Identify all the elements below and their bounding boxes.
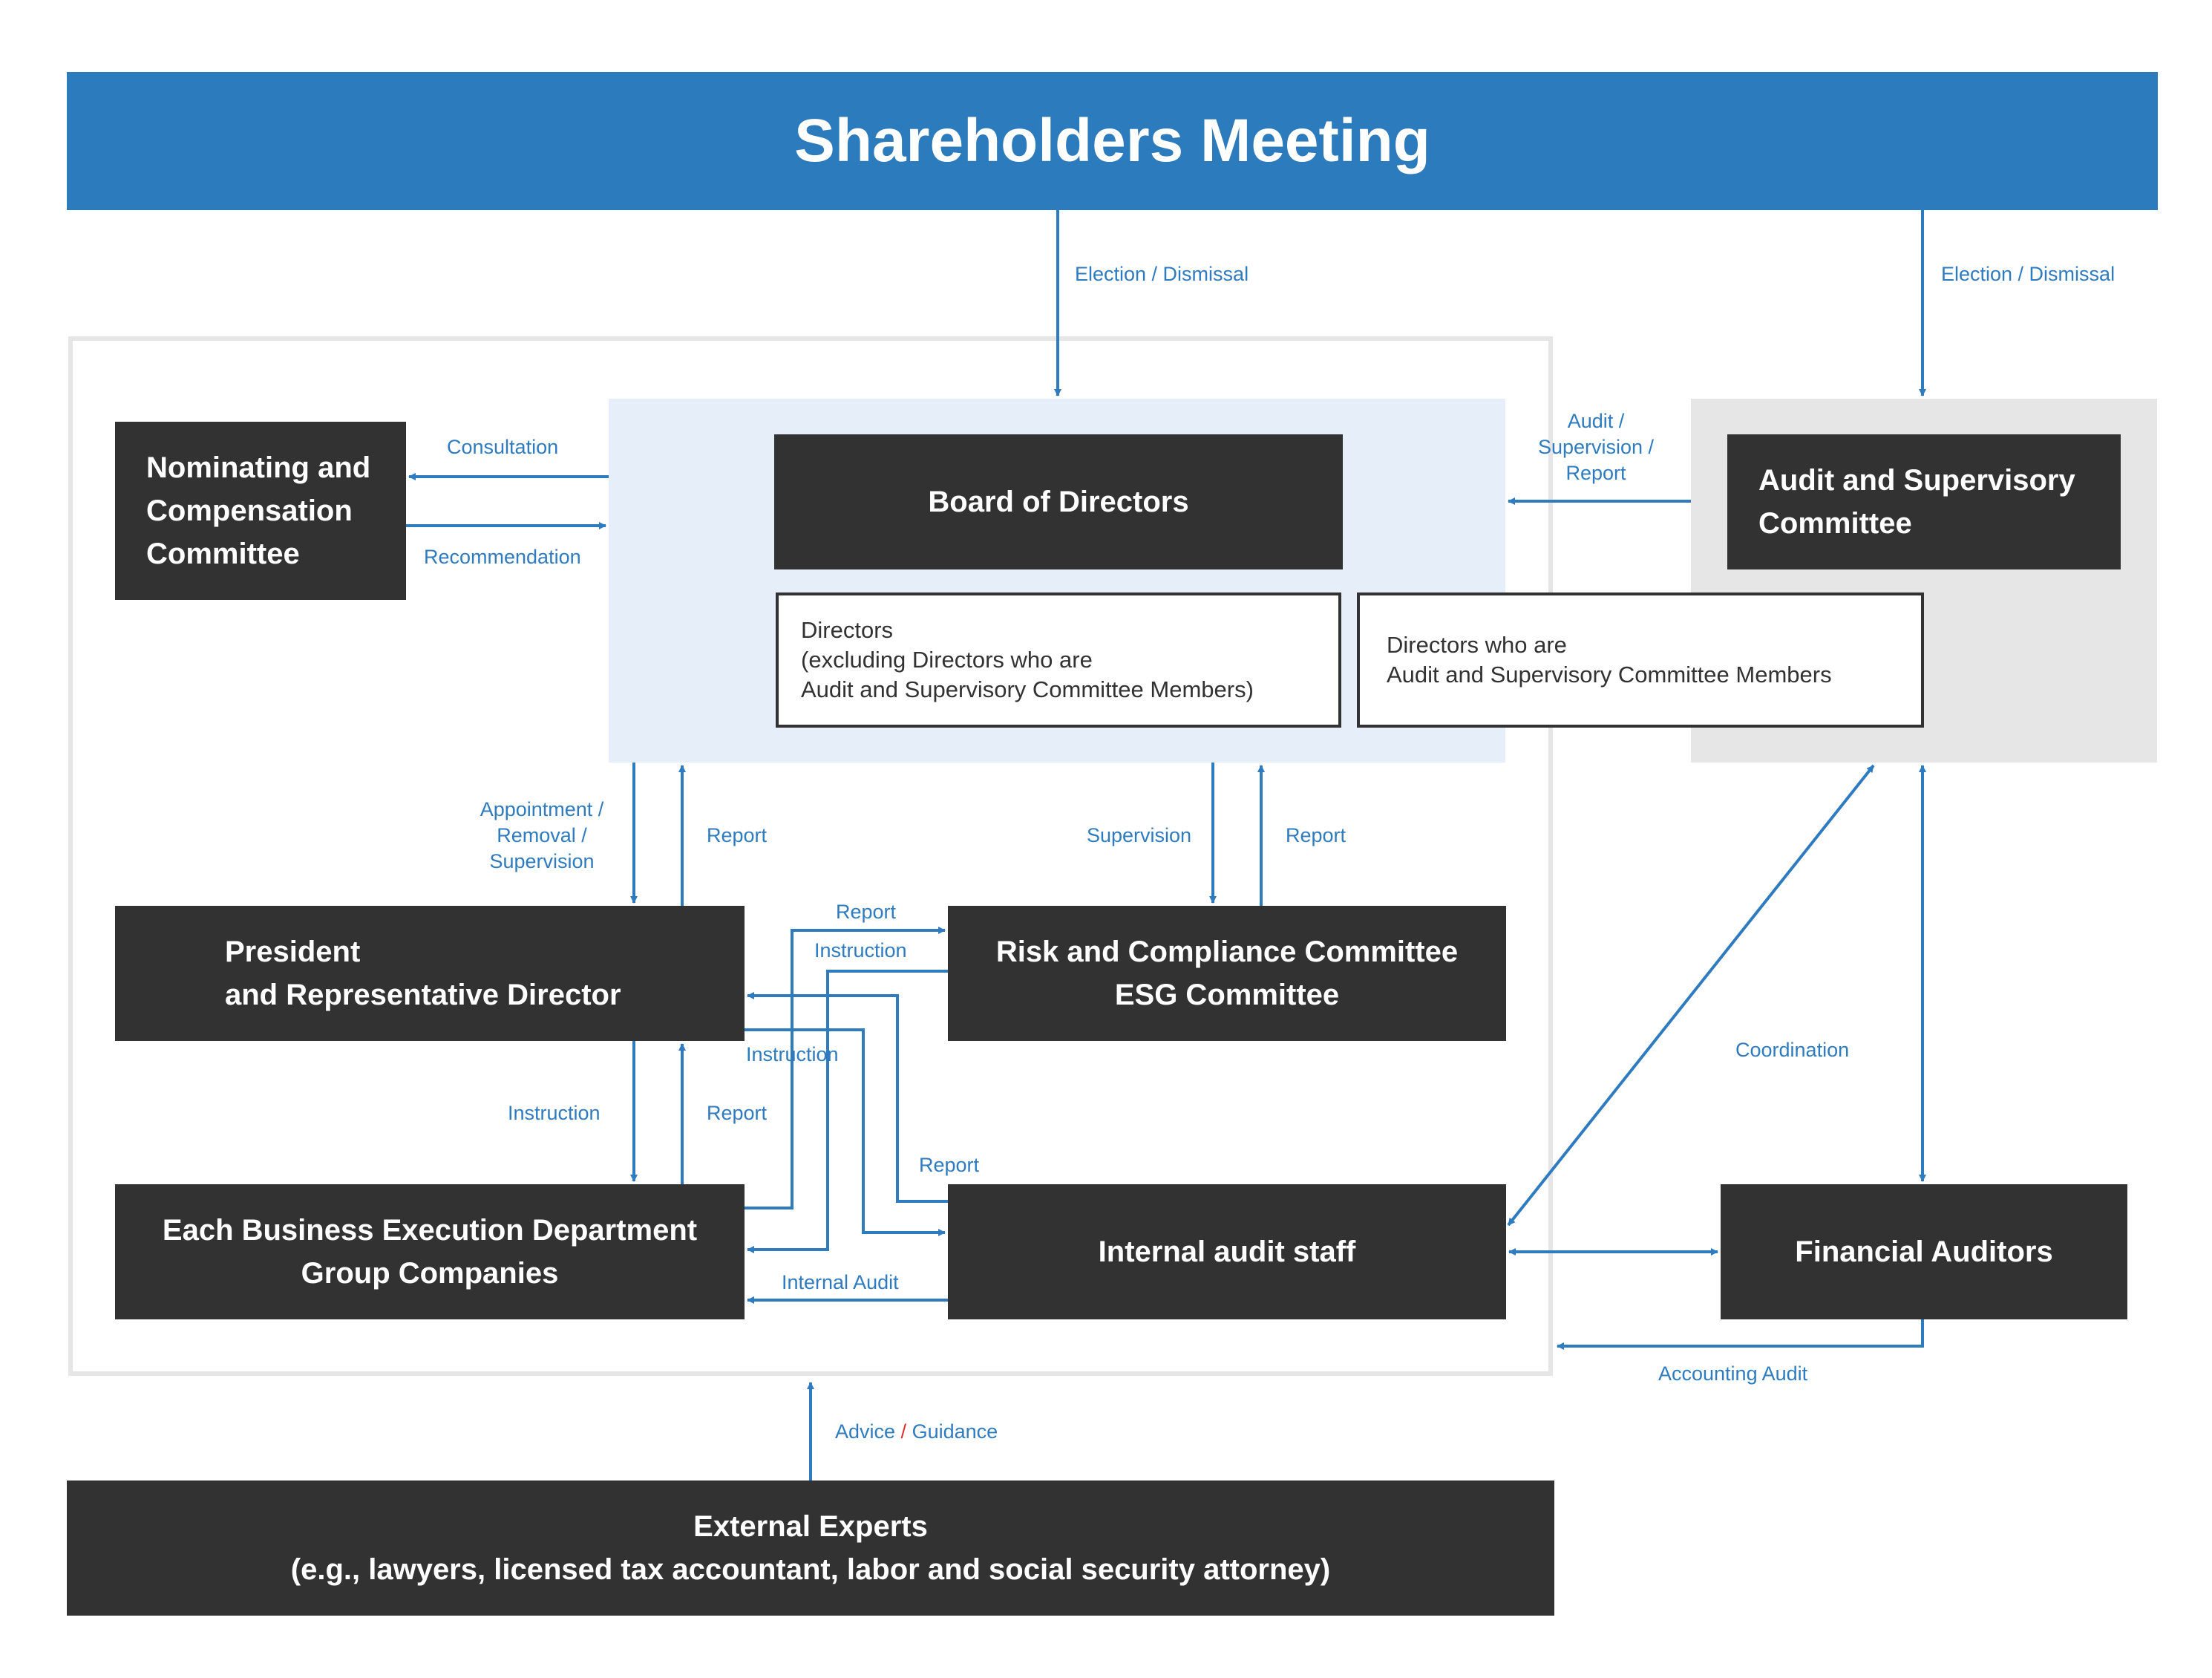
label-report-board-left: Report — [707, 824, 768, 846]
president-box: President and Representative Director — [115, 906, 745, 1041]
arrow-instruction-risk-business — [747, 970, 948, 1253]
directors-excluding-audit-box: Directors (excluding Directors who are A… — [776, 592, 1341, 728]
business-execution-box: Each Business Execution Department Group… — [115, 1184, 745, 1319]
label-report-audit-staff: Report — [919, 1154, 980, 1176]
label-internal-audit: Internal Audit — [782, 1271, 899, 1293]
label-report-risk-top: Report — [836, 901, 897, 923]
label-recommendation: Recommendation — [424, 546, 581, 568]
nominating-compensation-committee: Nominating and Compensation Committee — [115, 422, 406, 600]
arrow-report-audit-president — [747, 992, 948, 1203]
label-appointment: Appointment / Removal / Supervision — [480, 798, 604, 873]
shareholders-meeting-title: Shareholders Meeting — [794, 107, 1430, 174]
arrow-accounting-audit — [1557, 1319, 1924, 1350]
label-supervision-risk: Supervision — [1087, 824, 1192, 846]
arrow-instruction-audit — [745, 1028, 946, 1236]
label-advice-guidance: Advice / Guidance — [835, 1420, 998, 1443]
label-election-2: Election / Dismissal — [1941, 263, 2116, 285]
directors-audit-members-box: Directors who are Audit and Supervisory … — [1357, 592, 1924, 728]
label-election-1: Election / Dismissal — [1075, 263, 1249, 285]
label-audit-supervision-report: Audit / Supervision / Report — [1537, 410, 1655, 485]
internal-audit-staff-box: Internal audit staff — [948, 1184, 1506, 1319]
label-report-board-risk: Report — [1286, 824, 1346, 846]
risk-compliance-esg-box: Risk and Compliance Committee ESG Commit… — [948, 906, 1506, 1041]
external-experts-box: External Experts (e.g., lawyers, license… — [67, 1481, 1554, 1616]
label-instruction-risk: Instruction — [814, 939, 907, 962]
arrow-report-risk — [745, 927, 946, 1209]
audit-supervisory-committee-box: Audit and Supervisory Committee — [1727, 434, 2121, 569]
label-consultation: Consultation — [447, 436, 559, 458]
label-coordination: Coordination — [1735, 1039, 1850, 1061]
board-of-directors-box: Board of Directors — [774, 434, 1343, 569]
label-report-business-president: Report — [707, 1102, 768, 1124]
label-instruction-president-business: Instruction — [508, 1102, 601, 1124]
label-accounting-audit: Accounting Audit — [1658, 1362, 1808, 1385]
arrow-coordination-internal — [1507, 764, 1875, 1227]
label-instruction-mid: Instruction — [746, 1043, 839, 1065]
shareholders-meeting-banner: Shareholders Meeting — [67, 72, 2158, 210]
